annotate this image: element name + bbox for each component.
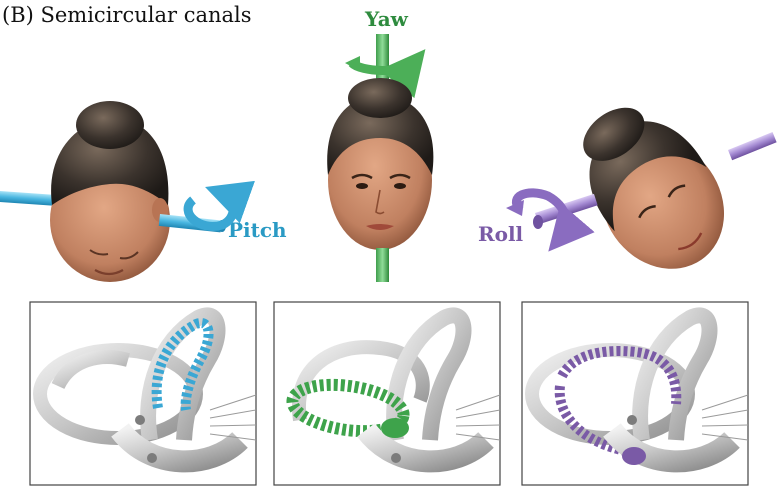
canal-panel-roll [521,301,749,486]
pitch-head [0,101,256,282]
yaw-head-hair [327,95,434,175]
pitch-arrow [183,180,256,231]
yaw-label: Yaw [365,7,408,31]
pitch-head-bun [76,101,144,149]
yaw-head [327,34,434,282]
roll-rod-back [727,132,777,161]
pitch-head-hair [51,118,169,205]
yaw-head-bun [348,78,412,118]
roll-head-bun [583,107,645,161]
canal-panel-yaw [273,301,501,486]
roll-arrow [512,188,595,252]
yaw-canal-highlight [286,378,410,438]
pitch-rod-left [0,190,62,207]
yaw-rod-bottom [376,248,389,282]
roll-label: Roll [478,222,524,246]
roll-head [506,107,777,269]
yaw-head-face [328,110,432,250]
figure-title: (B) Semicircular canals [2,3,252,27]
canal-panel-pitch [29,301,257,486]
